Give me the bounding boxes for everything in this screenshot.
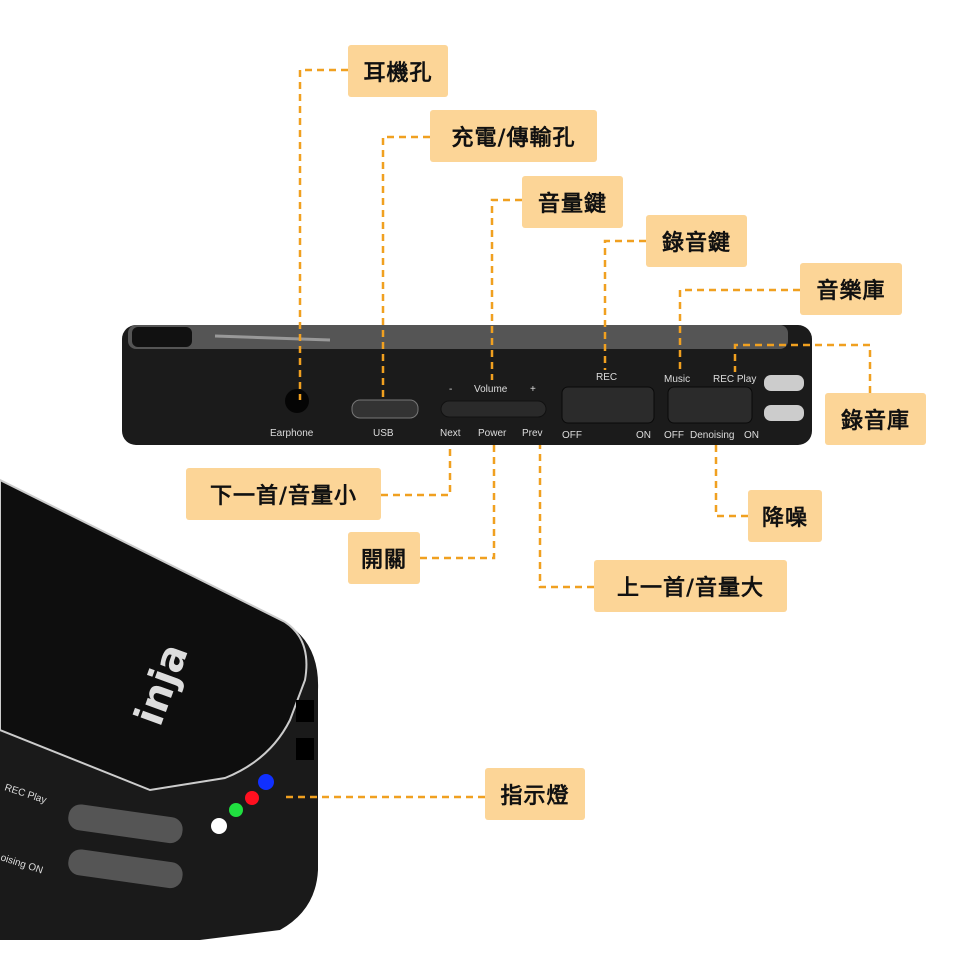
recorder-side-view: Earphone USB - Volume + Next Power Prev … xyxy=(122,325,812,445)
rec-switch xyxy=(561,386,655,424)
led-white xyxy=(211,818,227,834)
recorder-angled-view: inja REC Play oising ON xyxy=(0,478,319,940)
label-on: ON xyxy=(636,430,651,441)
label-on-2: ON xyxy=(744,430,759,441)
label-prev: Prev xyxy=(522,428,543,439)
label-power: Power xyxy=(478,428,507,439)
label-off-2: OFF xyxy=(664,430,684,441)
label-rec: REC xyxy=(596,372,617,383)
callout-record-library: 錄音庫 xyxy=(825,393,926,445)
label-volume: Volume xyxy=(474,384,508,395)
callout-volume-key: 音量鍵 xyxy=(522,176,623,228)
label-off: OFF xyxy=(562,430,582,441)
callout-music-library: 音樂庫 xyxy=(800,263,902,315)
callout-record-key: 錄音鍵 xyxy=(646,215,747,267)
led-blue xyxy=(258,774,274,790)
earphone-jack xyxy=(285,389,309,413)
mode-switch xyxy=(667,386,753,424)
leader-lines xyxy=(285,68,872,799)
callout-denoise: 降噪 xyxy=(748,490,822,542)
volume-wheel xyxy=(440,400,547,418)
label-earphone: Earphone xyxy=(270,428,314,439)
label-denoising: Denoising xyxy=(690,430,734,441)
label-music: Music xyxy=(664,374,690,385)
label-rec-play: REC Play xyxy=(713,374,756,385)
callout-next-volume-down: 下一首/音量小 xyxy=(186,468,381,520)
callout-earphone-jack: 耳機孔 xyxy=(348,45,448,97)
usb-port xyxy=(351,399,419,419)
callout-prev-volume-up: 上一首/音量大 xyxy=(594,560,787,612)
callout-indicator: 指示燈 xyxy=(485,768,585,820)
led-red xyxy=(245,791,259,805)
label-next: Next xyxy=(440,428,461,439)
label-minus: - xyxy=(449,384,452,395)
callout-power-switch: 開關 xyxy=(348,532,420,584)
callout-charge-port: 充電/傳輸孔 xyxy=(430,110,597,162)
led-green xyxy=(229,803,243,817)
label-usb: USB xyxy=(373,428,394,439)
label-plus: + xyxy=(530,384,536,395)
